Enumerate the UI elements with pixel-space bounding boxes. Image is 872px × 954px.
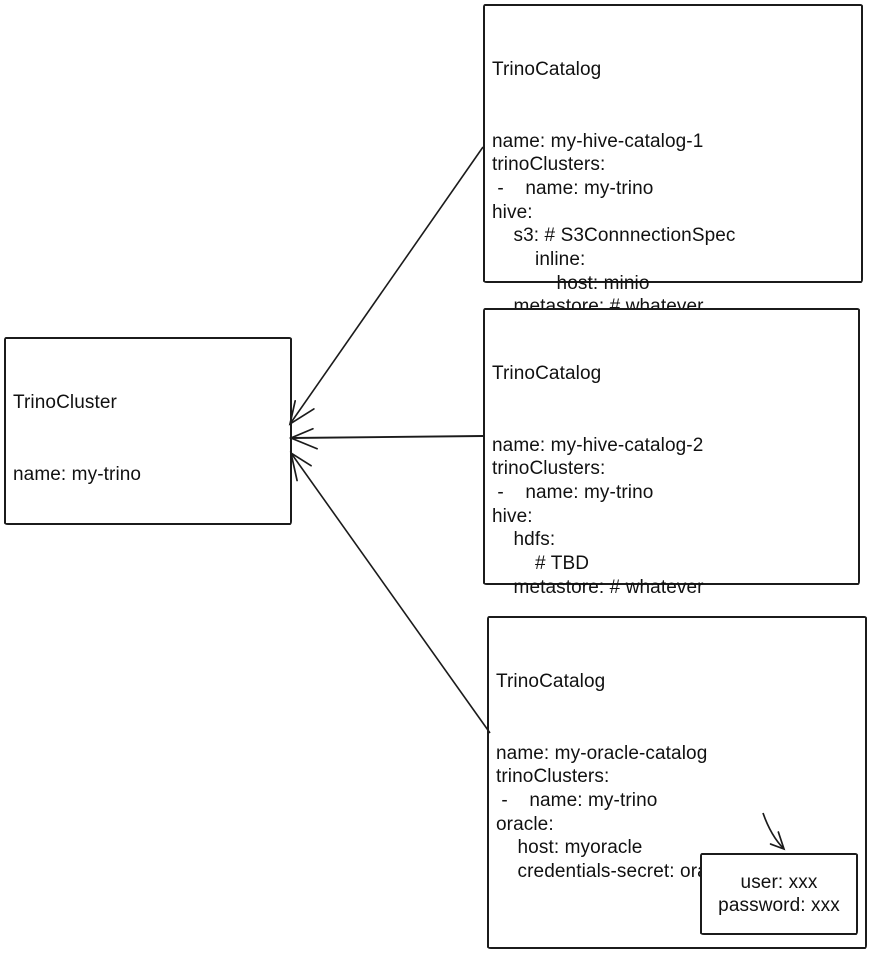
secret-node-body: user: xxx password: xxx xyxy=(718,872,840,916)
trino-catalog-node-hive-2: TrinoCatalog name: my-hive-catalog-2 tri… xyxy=(483,308,860,598)
catalog-node-title: TrinoCatalog xyxy=(496,671,606,693)
catalog-node-title: TrinoCatalog xyxy=(492,363,602,385)
connector-catalog3-to-cluster xyxy=(291,453,491,734)
cluster-node-body: name: my-trino xyxy=(13,463,142,485)
connector-catalog2-to-cluster xyxy=(291,436,484,438)
trino-cluster-node: TrinoCluster name: my-trino xyxy=(4,337,292,525)
catalog-node-title: TrinoCatalog xyxy=(492,59,602,81)
trino-catalog-node-oracle: TrinoCatalog name: my-oracle-catalog tri… xyxy=(487,616,867,949)
oracle-credentials-secret-node: user: xxx password: xxx xyxy=(700,853,858,935)
cluster-node-title: TrinoCluster xyxy=(13,392,117,414)
catalog-node-yaml: name: my-hive-catalog-2 trinoClusters: -… xyxy=(492,434,704,598)
catalog-node-yaml: name: my-hive-catalog-1 trinoClusters: -… xyxy=(492,130,736,318)
connector-catalog1-to-cluster xyxy=(290,146,484,424)
trino-catalog-node-hive-1: TrinoCatalog name: my-hive-catalog-1 tri… xyxy=(483,4,863,317)
